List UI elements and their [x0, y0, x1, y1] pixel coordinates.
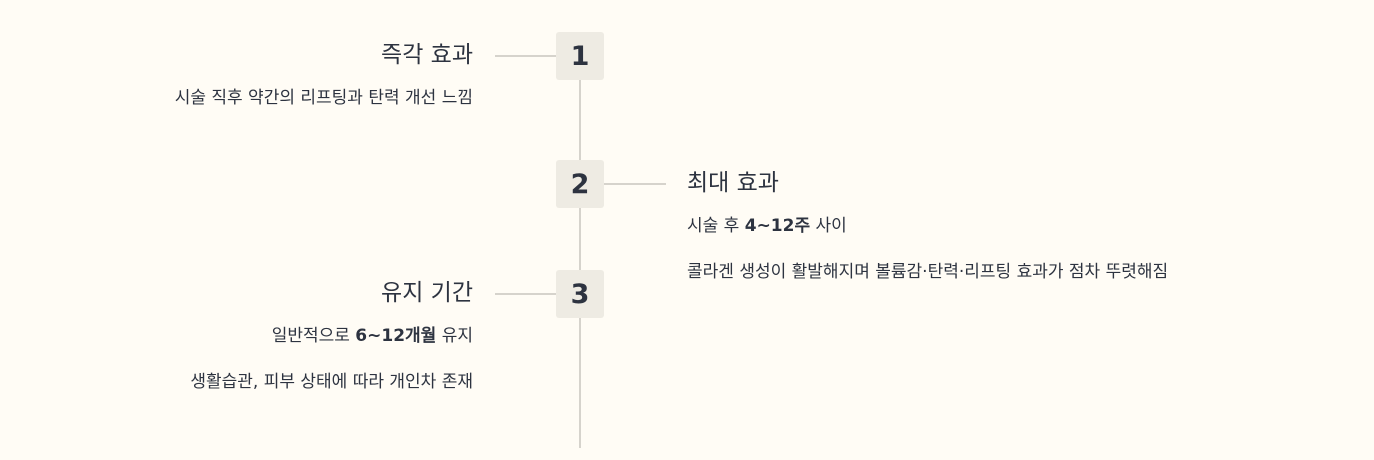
step-3-number-badge: 3 — [556, 270, 604, 318]
step-2-number-badge: 2 — [556, 160, 604, 208]
step-3-connector — [495, 293, 556, 295]
step-2-connector — [604, 183, 666, 185]
step-3-period-highlight: 6~12개월 — [355, 326, 437, 346]
timeline-vertical-line — [579, 56, 581, 448]
step-1-content: 즉각 효과 시술 직후 약간의 리프팅과 탄력 개선 느낌 — [175, 40, 473, 110]
step-3-period: 일반적으로 6~12개월 유지 — [271, 326, 473, 346]
step-3-description: 생활습관, 피부 상태에 따라 개인차 존재 — [190, 372, 473, 392]
step-1-description: 시술 직후 약간의 리프팅과 탄력 개선 느낌 — [174, 88, 473, 108]
step-2-period: 시술 후 4~12주 사이 — [687, 216, 847, 236]
step-2-title: 최대 효과 — [687, 170, 779, 196]
step-2-content: 최대 효과 시술 후 4~12주 사이 콜라겐 생성이 활발해지며 볼륨감·탄력… — [687, 168, 1168, 284]
step-2-description: 콜라겐 생성이 활발해지며 볼륨감·탄력·리프팅 효과가 점차 뚜렷해짐 — [687, 262, 1169, 282]
step-1-connector — [495, 55, 556, 57]
step-3-title: 유지 기간 — [381, 280, 473, 306]
step-1-title: 즉각 효과 — [381, 42, 473, 68]
step-3-content: 유지 기간 일반적으로 6~12개월 유지 생활습관, 피부 상태에 따라 개인… — [190, 278, 473, 394]
step-2-period-highlight: 4~12주 — [744, 216, 811, 236]
step-1-number-badge: 1 — [556, 32, 604, 80]
